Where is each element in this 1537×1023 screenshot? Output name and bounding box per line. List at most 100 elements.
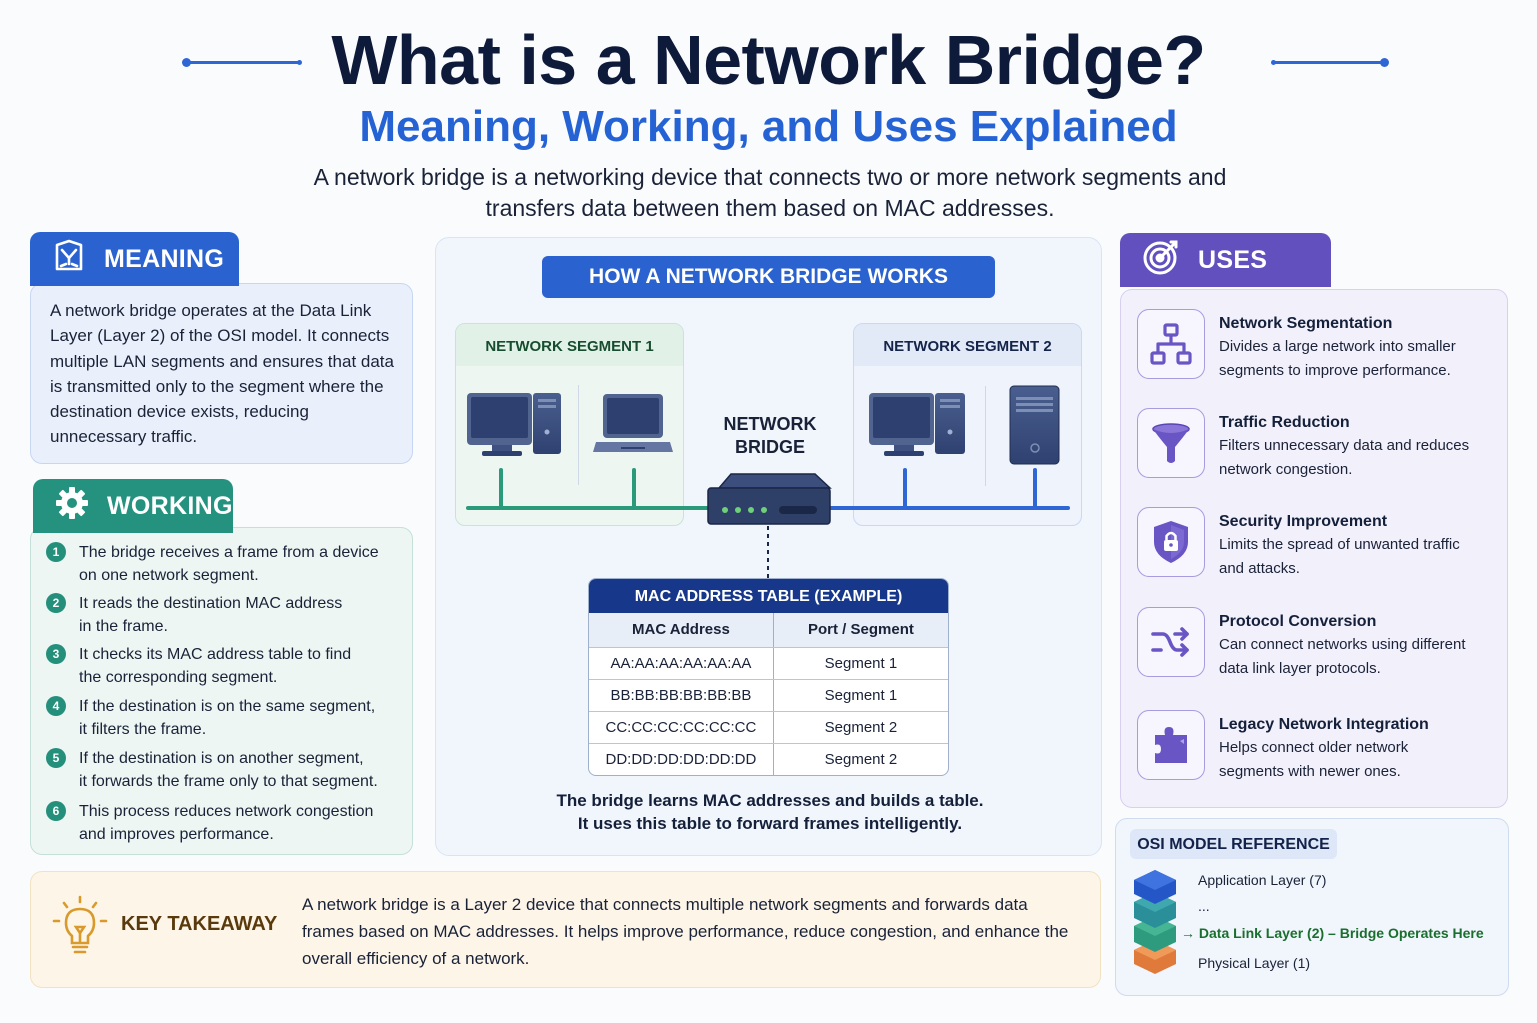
use-description: Divides a large network into smaller segm…: [1219, 335, 1456, 383]
device-divider: [985, 386, 986, 486]
table-row: DD:DD:DD:DD:DD:DD Segment 2: [589, 743, 948, 775]
shuffle-icon: [1137, 607, 1205, 677]
use-title: Protocol Conversion: [1219, 613, 1377, 630]
use-description-line: segments with newer ones.: [1219, 763, 1401, 780]
working-step: 1 The bridge receives a frame from a dev…: [46, 541, 406, 587]
use-description-line: and attacks.: [1219, 560, 1300, 577]
use-description: Limits the spread of unwanted traffic and…: [1219, 533, 1460, 581]
intro-paragraph: A network bridge is a networking device …: [250, 162, 1290, 224]
key-takeaway-text: A network bridge is a Layer 2 device tha…: [302, 895, 1069, 968]
intro-line: transfers data between them based on MAC…: [485, 195, 1055, 221]
step-text: If the destination is on another segment…: [79, 750, 364, 767]
meaning-text: A network bridge operates at the Data Li…: [50, 301, 394, 447]
use-description-line: Can connect networks using different: [1219, 636, 1466, 653]
working-step: 5 If the destination is on another segme…: [46, 747, 406, 793]
working-step: 4 If the destination is on the same segm…: [46, 695, 406, 741]
mac-table-title: MAC ADDRESS TABLE (EXAMPLE): [589, 579, 948, 613]
step-text: on one network segment.: [79, 567, 259, 584]
osi-layer-label: Application Layer (7): [1198, 872, 1327, 888]
segment-2-cable: [823, 468, 1070, 510]
book-icon: [52, 239, 86, 280]
puzzle-icon: [1137, 710, 1205, 780]
caption-line: It uses this table to forward frames int…: [577, 814, 963, 833]
mac-address-cell: CC:CC:CC:CC:CC:CC: [589, 712, 774, 743]
working-header: WORKING: [33, 479, 233, 533]
column-header: MAC Address: [589, 613, 774, 647]
bridge-label: NETWORK BRIDGE: [700, 413, 840, 459]
use-item: Protocol Conversion Can connect networks…: [1137, 607, 1502, 681]
step-text: the corresponding segment.: [79, 669, 278, 686]
key-takeaway-card: [30, 871, 1101, 988]
segment-cell: Segment 2: [824, 719, 898, 736]
mac-address-table: MAC ADDRESS TABLE (EXAMPLE) MAC Address …: [588, 578, 949, 776]
segment-cell: Segment 2: [824, 751, 898, 768]
use-description-line: Helps connect older network: [1219, 739, 1409, 756]
step-number: 1: [46, 542, 66, 562]
step-number: 4: [46, 696, 66, 716]
step-text: If the destination is on the same segmen…: [79, 698, 376, 715]
hierarchy-icon: [1137, 309, 1205, 379]
mac-address-cell: BB:BB:BB:BB:BB:BB: [589, 680, 774, 711]
use-item: Traffic Reduction Filters unnecessary da…: [1137, 408, 1502, 482]
intro-line: A network bridge is a networking device …: [313, 164, 1227, 190]
diagram-title: HOW A NETWORK BRIDGE WORKS: [542, 256, 995, 298]
step-number: 6: [46, 801, 66, 821]
title-decoration-left: [182, 58, 302, 67]
shield-lock-icon: [1137, 507, 1205, 577]
desktop-computer-icon: [467, 393, 561, 456]
mac-address-cell: AA:AA:AA:AA:AA:AA: [589, 648, 774, 679]
working-step: 2 It reads the destination MAC address in…: [46, 592, 406, 638]
segment-2-header: [854, 324, 1081, 366]
step-text: it forwards the frame only to that segme…: [79, 773, 378, 790]
server-tower-icon: [1009, 385, 1060, 465]
application-layer-block: [1134, 870, 1176, 904]
segment-1-cable: [466, 468, 717, 510]
device-divider: [578, 385, 579, 485]
network-diagram: [466, 385, 1070, 578]
step-number: 5: [46, 748, 66, 768]
mac-table-header-row: MAC Address Port / Segment: [589, 613, 948, 647]
use-title: Traffic Reduction: [1219, 414, 1350, 431]
key-takeaway-title: KEY TAKEAWAY: [121, 913, 278, 935]
use-description-line: Divides a large network into smaller: [1219, 338, 1456, 355]
step-text: in the frame.: [79, 618, 168, 635]
title-decoration-right: [1271, 58, 1389, 67]
use-description-line: Limits the spread of unwanted traffic: [1219, 536, 1460, 553]
column-header: Port / Segment: [808, 621, 914, 638]
table-row: BB:BB:BB:BB:BB:BB Segment 1: [589, 679, 948, 711]
use-description-line: segments to improve performance.: [1219, 362, 1451, 379]
table-row: CC:CC:CC:CC:CC:CC Segment 2: [589, 711, 948, 743]
use-description: Helps connect older network segments with…: [1219, 736, 1429, 784]
bridge-label-line: BRIDGE: [734, 437, 805, 457]
osi-layer-label-highlight: → Data Link Layer (2) – Bridge Operates …: [1181, 925, 1484, 941]
working-card: [30, 527, 413, 855]
osi-layer-stack-icon: [1134, 870, 1176, 974]
step-text: it filters the frame.: [79, 721, 207, 738]
step-text: It checks its MAC address table to find: [79, 646, 352, 663]
segment-1-header: [456, 324, 683, 366]
bridge-label-line: NETWORK: [723, 414, 817, 434]
use-title: Security Improvement: [1219, 513, 1388, 530]
segment-1-label: NETWORK SEGMENT 1: [485, 338, 654, 355]
meaning-header: MEANING: [30, 232, 239, 286]
meaning-title: MEANING: [104, 244, 225, 273]
laptop-icon: [593, 394, 673, 452]
step-text: This process reduces network congestion: [79, 803, 374, 820]
step-text: and improves performance.: [79, 826, 274, 843]
step-text: It reads the destination MAC address: [79, 595, 343, 612]
working-step: 6 This process reduces network congestio…: [46, 800, 406, 846]
step-number: 2: [46, 593, 66, 613]
osi-layer-label: Physical Layer (1): [1198, 955, 1311, 971]
network-bridge-device-icon: [707, 473, 832, 525]
use-item: Legacy Network Integration Helps connect…: [1137, 710, 1502, 784]
caption-line: The bridge learns MAC addresses and buil…: [556, 791, 984, 810]
gear-icon: [55, 486, 89, 527]
step-text: The bridge receives a frame from a devic…: [79, 544, 379, 561]
step-number: 3: [46, 644, 66, 664]
page-title: What is a Network Bridge?: [331, 21, 1206, 99]
lightbulb-icon: [52, 895, 108, 954]
diagram-caption: The bridge learns MAC addresses and buil…: [480, 789, 1060, 835]
use-item: Network Segmentation Divides a large net…: [1137, 309, 1502, 383]
